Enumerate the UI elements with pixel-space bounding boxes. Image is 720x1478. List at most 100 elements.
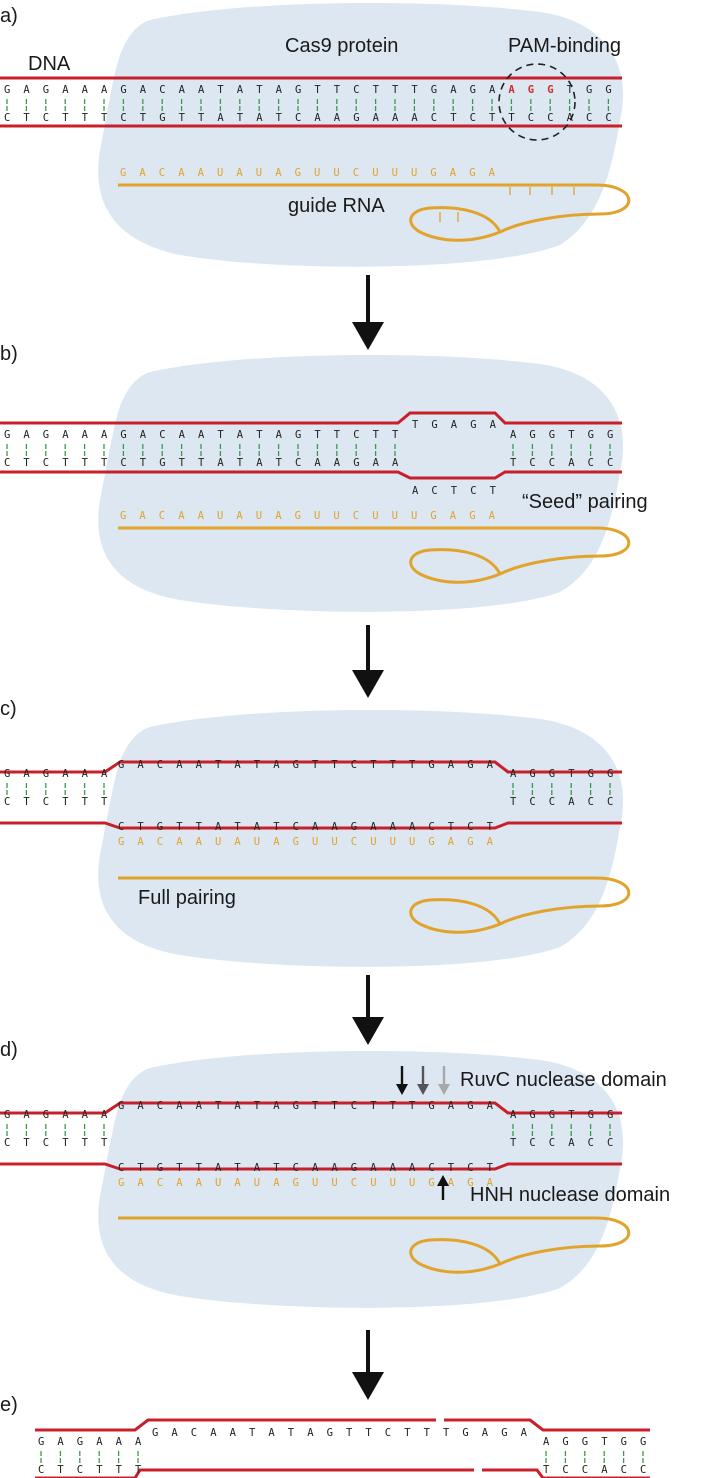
bottom-strand-base: G [353, 112, 359, 124]
bottom-strand-base: T [101, 796, 108, 808]
top-strand-base: G [607, 429, 613, 441]
top-strand-base: T [346, 1427, 353, 1439]
top-strand-base: T [312, 759, 319, 771]
top-strand-base: A [23, 768, 30, 780]
guide-rna-scaffold [118, 526, 631, 584]
guide-rna-base: U [217, 510, 223, 522]
bottom-strand-base: C [428, 821, 434, 833]
bottom-strand-base: C [549, 1137, 555, 1149]
guide-rna-base: A [487, 1177, 494, 1189]
top-strand-base: C [385, 1427, 391, 1439]
bottom-strand-base: A [373, 112, 380, 124]
guide-rna-base: U [392, 167, 398, 179]
top-strand-base: A [273, 759, 280, 771]
bottom-strand-base: C [467, 821, 473, 833]
top-strand-base: T [392, 84, 399, 96]
top-strand-base: A [543, 1436, 550, 1448]
guide-rna-base: G [467, 1177, 473, 1189]
bottom-strand-base: T [82, 796, 89, 808]
top-strand-base: T [601, 1436, 608, 1448]
top-strand-base: A [230, 1427, 237, 1439]
guide-rna-base: A [450, 167, 457, 179]
dna-bottom-backbone [0, 1162, 622, 1171]
top-strand-base: G [77, 1436, 83, 1448]
top-strand-base: G [586, 84, 592, 96]
top-strand-base: A [137, 1100, 144, 1112]
bottom-strand-base: C [588, 1137, 594, 1149]
top-strand-base: T [370, 1100, 377, 1112]
top-strand-base: C [159, 84, 165, 96]
guide-rna-base: A [275, 510, 282, 522]
bottom-strand-base: T [237, 112, 244, 124]
top-strand-base: T [373, 84, 380, 96]
bottom-strand-base: C [4, 1137, 10, 1149]
bottom-strand-base: T [23, 457, 30, 469]
bottom-strand-base: T [137, 1162, 144, 1174]
bottom-strand-base: T [276, 457, 283, 469]
hnh-cut-arrow [437, 1175, 449, 1200]
top-strand-base: G [43, 1109, 49, 1121]
top-strand-base: A [234, 1100, 241, 1112]
bottom-strand-base: C [295, 457, 301, 469]
bottom-strand-base: T [490, 485, 497, 497]
top-strand-base: A [448, 1100, 455, 1112]
bottom-strand-base: A [567, 112, 574, 124]
top-strand-base: T [314, 84, 321, 96]
top-strand-base: G [528, 84, 534, 96]
guide-rna-scaffold [118, 183, 631, 242]
dna-bottom-backbone-right [482, 1468, 650, 1478]
bottom-strand-base: T [508, 112, 515, 124]
top-strand-base: A [62, 768, 69, 780]
guide-rna-scaffold [118, 1216, 631, 1274]
cas9-protein-blob [98, 709, 624, 967]
guide-rna-base: U [312, 1177, 318, 1189]
bottom-strand-base: A [334, 112, 341, 124]
bottom-strand-base: T [23, 112, 30, 124]
guide-rna-base: G [118, 836, 124, 848]
bottom-strand-base: A [312, 1162, 319, 1174]
top-strand-base: G [588, 429, 594, 441]
bottom-strand-base: C [118, 1162, 124, 1174]
top-strand-base: G [293, 1100, 299, 1112]
bottom-strand-base: T [179, 112, 186, 124]
bottom-strand-base: C [529, 1137, 535, 1149]
bottom-strand-base: A [412, 485, 419, 497]
bottom-strand-base: C [547, 112, 553, 124]
bottom-strand-base: T [196, 1162, 203, 1174]
bottom-strand-base: T [196, 821, 203, 833]
guide-rna-base: A [139, 510, 146, 522]
top-strand-base: G [501, 1427, 507, 1439]
bottom-strand-base: A [409, 821, 416, 833]
top-strand-base: T [390, 1100, 397, 1112]
top-strand-base: A [62, 84, 69, 96]
guide-rna-base: C [157, 836, 163, 848]
cas9-protein-blob [98, 1050, 624, 1308]
bottom-strand-base: C [4, 112, 10, 124]
bottom-strand-base: C [43, 796, 49, 808]
top-strand-base: G [295, 84, 301, 96]
top-strand-base: T [334, 84, 341, 96]
top-strand-base: A [23, 429, 30, 441]
guide-rna-base: U [333, 510, 339, 522]
guide-rna-base: U [333, 167, 339, 179]
guide-rna-base: C [159, 167, 165, 179]
guide-rna-scaffold [118, 876, 631, 934]
guide-rna-base: U [331, 836, 337, 848]
guide-rna-base: G [293, 836, 299, 848]
bottom-strand-base: T [510, 457, 517, 469]
bottom-strand-base: T [137, 821, 144, 833]
dna-top-backbone [0, 1101, 622, 1115]
top-strand-base: A [179, 84, 186, 96]
panel-a: a) DNA Cas9 protein PAM-binding guide RN… [0, 2, 631, 267]
top-strand-base: G [431, 84, 437, 96]
bottom-strand-base: T [448, 1162, 455, 1174]
base-pair-ticks [6, 99, 610, 111]
top-strand-base: A [487, 1100, 494, 1112]
bottom-strand-base: T [510, 796, 517, 808]
top-strand-base: G [529, 1109, 535, 1121]
guide-rna-base: U [390, 1177, 396, 1189]
top-strand-base: G [549, 429, 555, 441]
top-strand-base: G [327, 1427, 333, 1439]
